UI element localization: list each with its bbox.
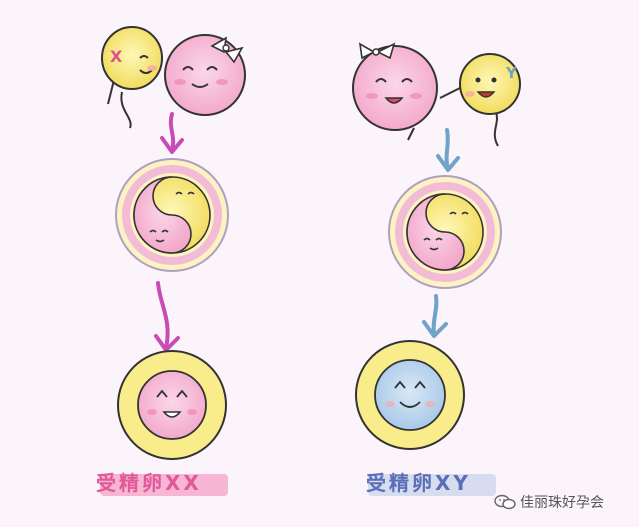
caption-zygote-xx: 受精卵XX bbox=[96, 471, 202, 495]
arrow-left-1 bbox=[160, 112, 184, 154]
sperm-x-left: X bbox=[101, 26, 163, 129]
arrow-left-2 bbox=[154, 281, 180, 352]
caption-zygote-xy: 受精卵XY bbox=[366, 471, 471, 495]
zygote-xx bbox=[117, 350, 227, 460]
sperm-y-right: Y bbox=[439, 53, 521, 147]
watermark: 佳丽珠好孕会 bbox=[494, 492, 604, 512]
egg-left bbox=[164, 34, 246, 116]
zygote-swirl-left bbox=[115, 158, 229, 272]
arrow-right-1 bbox=[436, 128, 460, 172]
egg-right bbox=[352, 42, 438, 141]
zygote-swirl-right bbox=[388, 175, 502, 289]
arrow-right-2 bbox=[422, 294, 448, 338]
caption-highlight-left bbox=[100, 474, 228, 496]
zygote-xy bbox=[355, 340, 465, 450]
svg-text:X: X bbox=[110, 47, 123, 66]
watermark-text: 佳丽珠好孕会 bbox=[520, 495, 604, 511]
wechat-icon bbox=[494, 494, 516, 510]
caption-highlight-right bbox=[368, 474, 496, 496]
svg-text:Y: Y bbox=[505, 64, 518, 82]
